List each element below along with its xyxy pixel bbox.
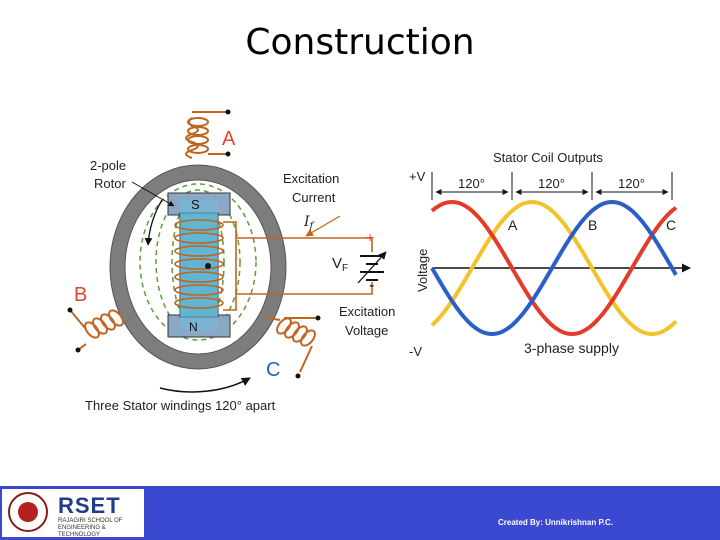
- phase-c-label: C: [266, 359, 280, 381]
- waveform-panel: Stator Coil Outputs +V -V Voltage 120° 1…: [409, 150, 691, 359]
- phase-a-wave: [430, 199, 678, 337]
- phase-c-wave: [430, 199, 678, 337]
- terminal-a1: [225, 109, 231, 115]
- current-symbol: If: [303, 214, 316, 232]
- current-arrow: [305, 215, 341, 237]
- rotor-shaft: [205, 263, 211, 269]
- waveform-title: Stator Coil Outputs: [493, 150, 603, 165]
- rotor-pointer: [131, 181, 175, 207]
- rotor-label-line1: 2-pole: [90, 158, 126, 173]
- generator-diagram: S N A B C 2-pole Rotor: [67, 109, 691, 413]
- stator-coil-b: [69, 309, 124, 351]
- phase-b-wave: [430, 199, 678, 337]
- minus-sign: -: [369, 277, 374, 294]
- rotor-winding: [174, 219, 237, 311]
- terminal-b1: [67, 307, 73, 313]
- vf-label: VF: [332, 255, 348, 274]
- plus-v-label: +V: [409, 169, 426, 184]
- stator-coil-a: [185, 111, 228, 159]
- spacing-label-3: 120°: [618, 176, 645, 191]
- excitation-current-line1: Excitation: [283, 171, 339, 186]
- logo-subtitle: RAJAGIRI SCHOOL OF ENGINEERING & TECHNOL…: [58, 518, 123, 538]
- spacing-label-1: 120°: [458, 176, 485, 191]
- waveform-caption: 3-phase supply: [524, 340, 619, 356]
- plus-sign: +: [366, 229, 374, 245]
- wave-label-a: A: [508, 217, 518, 233]
- pole-n-label: N: [189, 320, 198, 334]
- phase-a-label: A: [222, 128, 236, 150]
- slide-title: Construction: [245, 22, 475, 63]
- terminal-c1: [315, 315, 321, 321]
- terminal-a2: [225, 151, 231, 157]
- excitation-voltage-line2: Voltage: [345, 323, 388, 338]
- terminal-b2: [75, 347, 81, 353]
- stator-caption: Three Stator windings 120° apart: [85, 398, 276, 413]
- credit-text: Created By: Unnikrishnan P.C.: [498, 518, 613, 527]
- rotation-arrow-inner: [144, 199, 163, 246]
- excitation-wires: [236, 237, 373, 295]
- terminal-c2: [295, 373, 301, 379]
- dc-source: [357, 251, 387, 284]
- college-seal-icon: [8, 492, 48, 532]
- rotation-arrow-outer: [159, 377, 251, 393]
- excitation-current-line2: Current: [292, 190, 336, 205]
- logo-name: RSET: [58, 493, 121, 518]
- spacing-label-2: 120°: [538, 176, 565, 191]
- voltage-axis-label: Voltage: [415, 249, 430, 292]
- pole-s-label: S: [191, 197, 200, 212]
- rotor: [167, 192, 231, 338]
- excitation-voltage-line1: Excitation: [339, 304, 395, 319]
- wave-label-c: C: [666, 217, 676, 233]
- wave-label-b: B: [588, 217, 597, 233]
- phase-b-label: B: [74, 284, 87, 306]
- stator-coil-c: [267, 317, 318, 373]
- minus-v-label: -V: [409, 344, 422, 359]
- rotor-label-line2: Rotor: [94, 176, 126, 191]
